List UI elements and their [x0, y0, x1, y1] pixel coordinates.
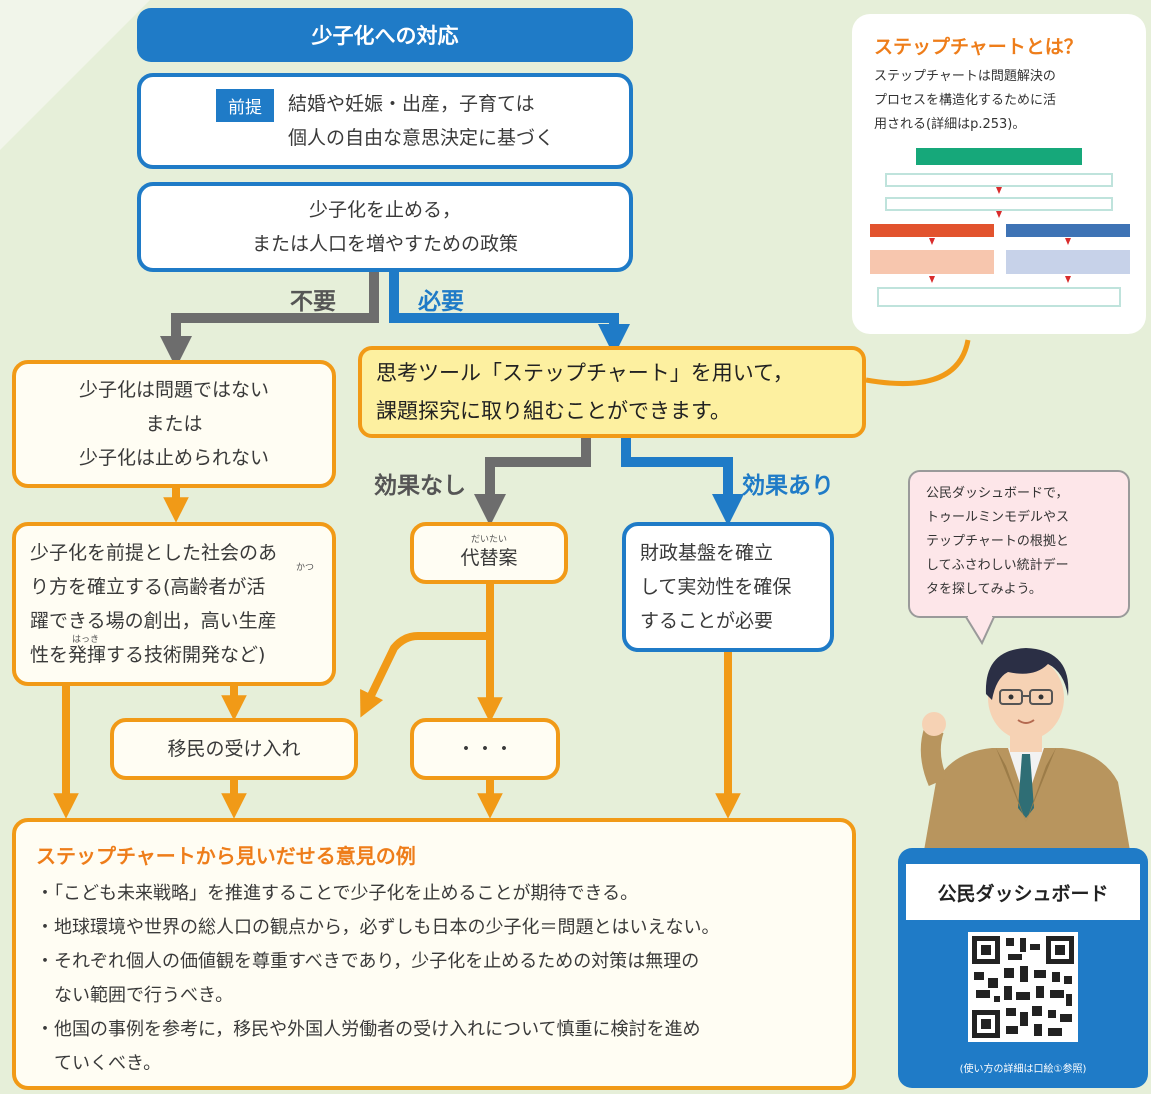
stepchart-info-line3: 用される(詳細はp.253)。: [874, 117, 1026, 132]
alternative-box: だいたい 代替案: [410, 522, 568, 584]
label-no-effect: 効果なし: [374, 473, 466, 499]
title-box: 少子化への対応: [137, 8, 633, 62]
society-line2: り方を確立する(高齢者が活: [30, 576, 266, 598]
label-unnecessary: 不要: [290, 289, 336, 315]
title-text: 少子化への対応: [311, 24, 459, 48]
tool-callout-line1: 思考ツール「ステップチャート」を用いて，: [376, 361, 794, 385]
opinion-item: ・地球環境や世界の総人口の観点から，必ずしも日本の少子化＝問題とはいえない。: [36, 917, 720, 938]
opinion-item: ・「こども未来戦略」を推進することで少子化を止めることが期待できる。: [36, 883, 639, 904]
premise-line2: 個人の自由な意思決定に基づく: [287, 127, 554, 149]
finance-line3: することが必要: [640, 610, 774, 632]
arrow-unnecessary: [159, 270, 379, 369]
finance-line2: して実効性を確保: [640, 576, 792, 598]
stepchart-info-line1: ステップチャートは問題解決の: [874, 69, 1056, 84]
ruby-hakki: はっき: [72, 635, 100, 645]
society-line1: 少子化を前提とした社会のあ: [30, 542, 278, 564]
etc-text: ・・・: [456, 738, 514, 760]
speech-bubble: 公民ダッシュボードで， トゥールミンモデルやス テップチャートの根拠と してふさ…: [908, 470, 1130, 618]
dashboard-caption: (使い方の詳細は口絵①参照): [959, 1064, 1087, 1075]
qr-code-icon[interactable]: [968, 932, 1078, 1042]
dashboard-title: 公民ダッシュボード: [937, 882, 1109, 905]
opinions-box: ステップチャートから見いだせる意見の例 ・「こども未来戦略」を推進することで少子…: [12, 818, 856, 1090]
immigration-text: 移民の受け入れ: [167, 738, 301, 760]
alternative-ruby: だいたい: [470, 535, 507, 545]
background-corner: [0, 0, 150, 150]
premise-tag: 前提: [215, 89, 274, 122]
speech-line2: トゥールミンモデルやス: [926, 510, 1070, 525]
not-problem-line2: または: [145, 413, 203, 435]
tool-callout-line2: 課題探究に取り組むことができます。: [376, 399, 731, 423]
finance-box: 財政基盤を確立 して実効性を確保 することが必要: [622, 522, 834, 652]
policy-line2: または人口を増やすための政策: [251, 233, 518, 255]
speech-line4: してふさわしい統計デー: [926, 558, 1069, 573]
speech-line3: テップチャートの根拠と: [926, 534, 1069, 549]
etc-box: ・・・: [410, 718, 560, 780]
alternative-text: 代替案: [460, 547, 518, 569]
opinion-item: ・それぞれ個人の価値観を尊重すべきであり，少子化を止めるための対策は無理の: [36, 951, 700, 972]
policy-box: 少子化を止める， または人口を増やすための政策: [137, 182, 633, 272]
arrow-no-effect: [473, 438, 591, 527]
arrow-effect: [621, 438, 745, 527]
opinion-item: ・他国の事例を参考に，移民や外国人労働者の受け入れについて慎重に検討を進め: [36, 1019, 701, 1040]
speech-bubble-tail: [965, 615, 995, 645]
teacher-illustration: [920, 648, 1132, 862]
opinion-item: ていくべき。: [36, 1053, 162, 1074]
policy-line1: 少子化を止める，: [308, 199, 461, 221]
premise-line1: 結婚や妊娠・出産，子育ては: [287, 93, 535, 115]
callout-curve: [865, 339, 971, 386]
speech-line1: 公民ダッシュボードで，: [926, 486, 1069, 501]
not-problem-box: 少子化は問題ではない または 少子化は止められない: [12, 360, 336, 488]
not-problem-line1: 少子化は問題ではない: [78, 379, 269, 401]
premise-box: 前提 結婚や妊娠・出産，子育ては 個人の自由な意思決定に基づく: [137, 73, 633, 169]
stepchart-info-title: ステップチャートとは？: [874, 36, 1083, 58]
opinion-item: ない範囲で行うべき。: [36, 985, 234, 1006]
stepchart-info-card: ステップチャートとは？ ステップチャートは問題解決の プロセスを構造化するために…: [852, 14, 1146, 334]
society-box: 少子化を前提とした社会のあ り方を確立する(高齢者が活 躍できる場の創出，高い生…: [12, 522, 336, 686]
society-line3: 躍できる場の創出，高い生産: [30, 610, 277, 632]
label-necessary: 必要: [418, 289, 464, 315]
dashboard-title-bar: 公民ダッシュボード: [906, 864, 1140, 920]
arrow-alt-immigration: [360, 632, 490, 718]
label-effect: 効果あり: [742, 473, 834, 499]
finance-line1: 財政基盤を確立: [640, 542, 774, 564]
opinions-title: ステップチャートから見いだせる意見の例: [36, 844, 416, 868]
speech-line5: タを探してみよう。: [926, 582, 1042, 597]
not-problem-line3: 少子化は止められない: [78, 447, 269, 469]
immigration-box: 移民の受け入れ: [110, 718, 358, 780]
tool-callout-box: 思考ツール「ステップチャート」を用いて， 課題探究に取り組むことができます。: [358, 346, 866, 438]
dashboard-card: 公民ダッシュボード (使い方の詳細は口絵①参照): [898, 848, 1148, 1088]
society-line4: 性を発揮する技術開発など): [30, 644, 266, 666]
ruby-katsu: かつ: [296, 563, 315, 573]
stepchart-illustration: [870, 148, 1130, 307]
arrow-necessary: [389, 270, 631, 357]
stepchart-info-line2: プロセスを構造化するために活: [874, 93, 1057, 108]
